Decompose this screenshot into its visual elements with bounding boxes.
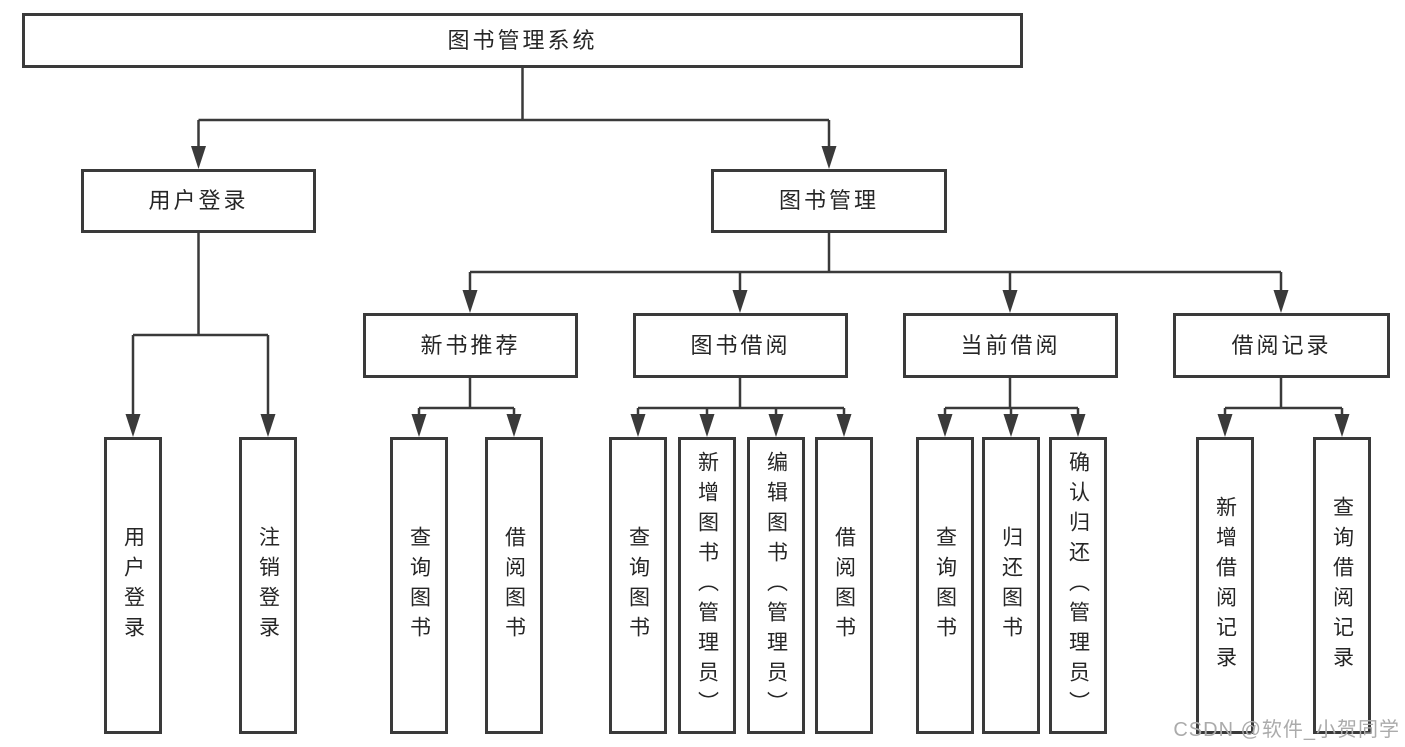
node-label: 新书推荐 xyxy=(420,332,521,358)
node-label: 图书管理 xyxy=(778,188,879,213)
connector-management-to-sections xyxy=(462,233,1289,313)
leaf-label: 查询图书 xyxy=(933,525,957,646)
leaf-query-books-1: 查询图书 xyxy=(390,437,448,734)
node-label: 借阅记录 xyxy=(1231,332,1332,358)
leaf-return-books: 归还图书 xyxy=(982,437,1040,734)
leaf-label: 注销登录 xyxy=(256,525,280,646)
leaf-query-books-3: 查询图书 xyxy=(916,437,974,734)
leaf-label: 查询借阅记录 xyxy=(1330,495,1354,676)
node-book-management: 图书管理 xyxy=(711,169,947,233)
csdn-watermark: CSDN @软件_小贺同学 xyxy=(1173,719,1400,741)
node-label: 用户登录 xyxy=(148,188,249,213)
node-label: 当前借阅 xyxy=(960,332,1061,358)
node-user-login: 用户登录 xyxy=(81,169,316,233)
node-label: 图书管理系统 xyxy=(447,27,598,53)
node-label: 图书借阅 xyxy=(690,332,791,358)
leaf-label: 借阅图书 xyxy=(502,525,526,646)
leaf-logout-login: 注销登录 xyxy=(239,437,297,734)
leaf-label: 新增图书（管理员） xyxy=(695,450,719,721)
connector-root-to-level2 xyxy=(191,68,837,169)
leaf-confirm-return-admin: 确认归还（管理员） xyxy=(1049,437,1107,734)
leaf-edit-books-admin: 编辑图书（管理员） xyxy=(747,437,805,734)
leaf-label: 查询图书 xyxy=(626,525,650,646)
node-library-system: 图书管理系统 xyxy=(22,13,1023,68)
connector-sections-to-leaves xyxy=(411,378,1350,437)
node-borrow-records: 借阅记录 xyxy=(1173,313,1390,378)
node-book-borrow: 图书借阅 xyxy=(633,313,848,378)
leaf-label: 确认归还（管理员） xyxy=(1066,450,1090,721)
leaf-label: 借阅图书 xyxy=(832,525,856,646)
leaf-query-borrow-record: 查询借阅记录 xyxy=(1313,437,1371,734)
connector-login-to-leaves xyxy=(125,233,276,437)
leaf-label: 新增借阅记录 xyxy=(1213,495,1237,676)
leaf-label: 编辑图书（管理员） xyxy=(764,450,788,721)
leaf-add-borrow-record: 新增借阅记录 xyxy=(1196,437,1254,734)
leaf-label: 用户登录 xyxy=(121,525,145,646)
leaf-add-books-admin: 新增图书（管理员） xyxy=(678,437,736,734)
leaf-borrow-books-1: 借阅图书 xyxy=(485,437,543,734)
leaf-borrow-books-2: 借阅图书 xyxy=(815,437,873,734)
node-new-book-recommend: 新书推荐 xyxy=(363,313,578,378)
leaf-user-login: 用户登录 xyxy=(104,437,162,734)
leaf-label: 归还图书 xyxy=(999,525,1023,646)
node-current-borrow: 当前借阅 xyxy=(903,313,1118,378)
leaf-query-books-2: 查询图书 xyxy=(609,437,667,734)
leaf-label: 查询图书 xyxy=(407,525,431,646)
